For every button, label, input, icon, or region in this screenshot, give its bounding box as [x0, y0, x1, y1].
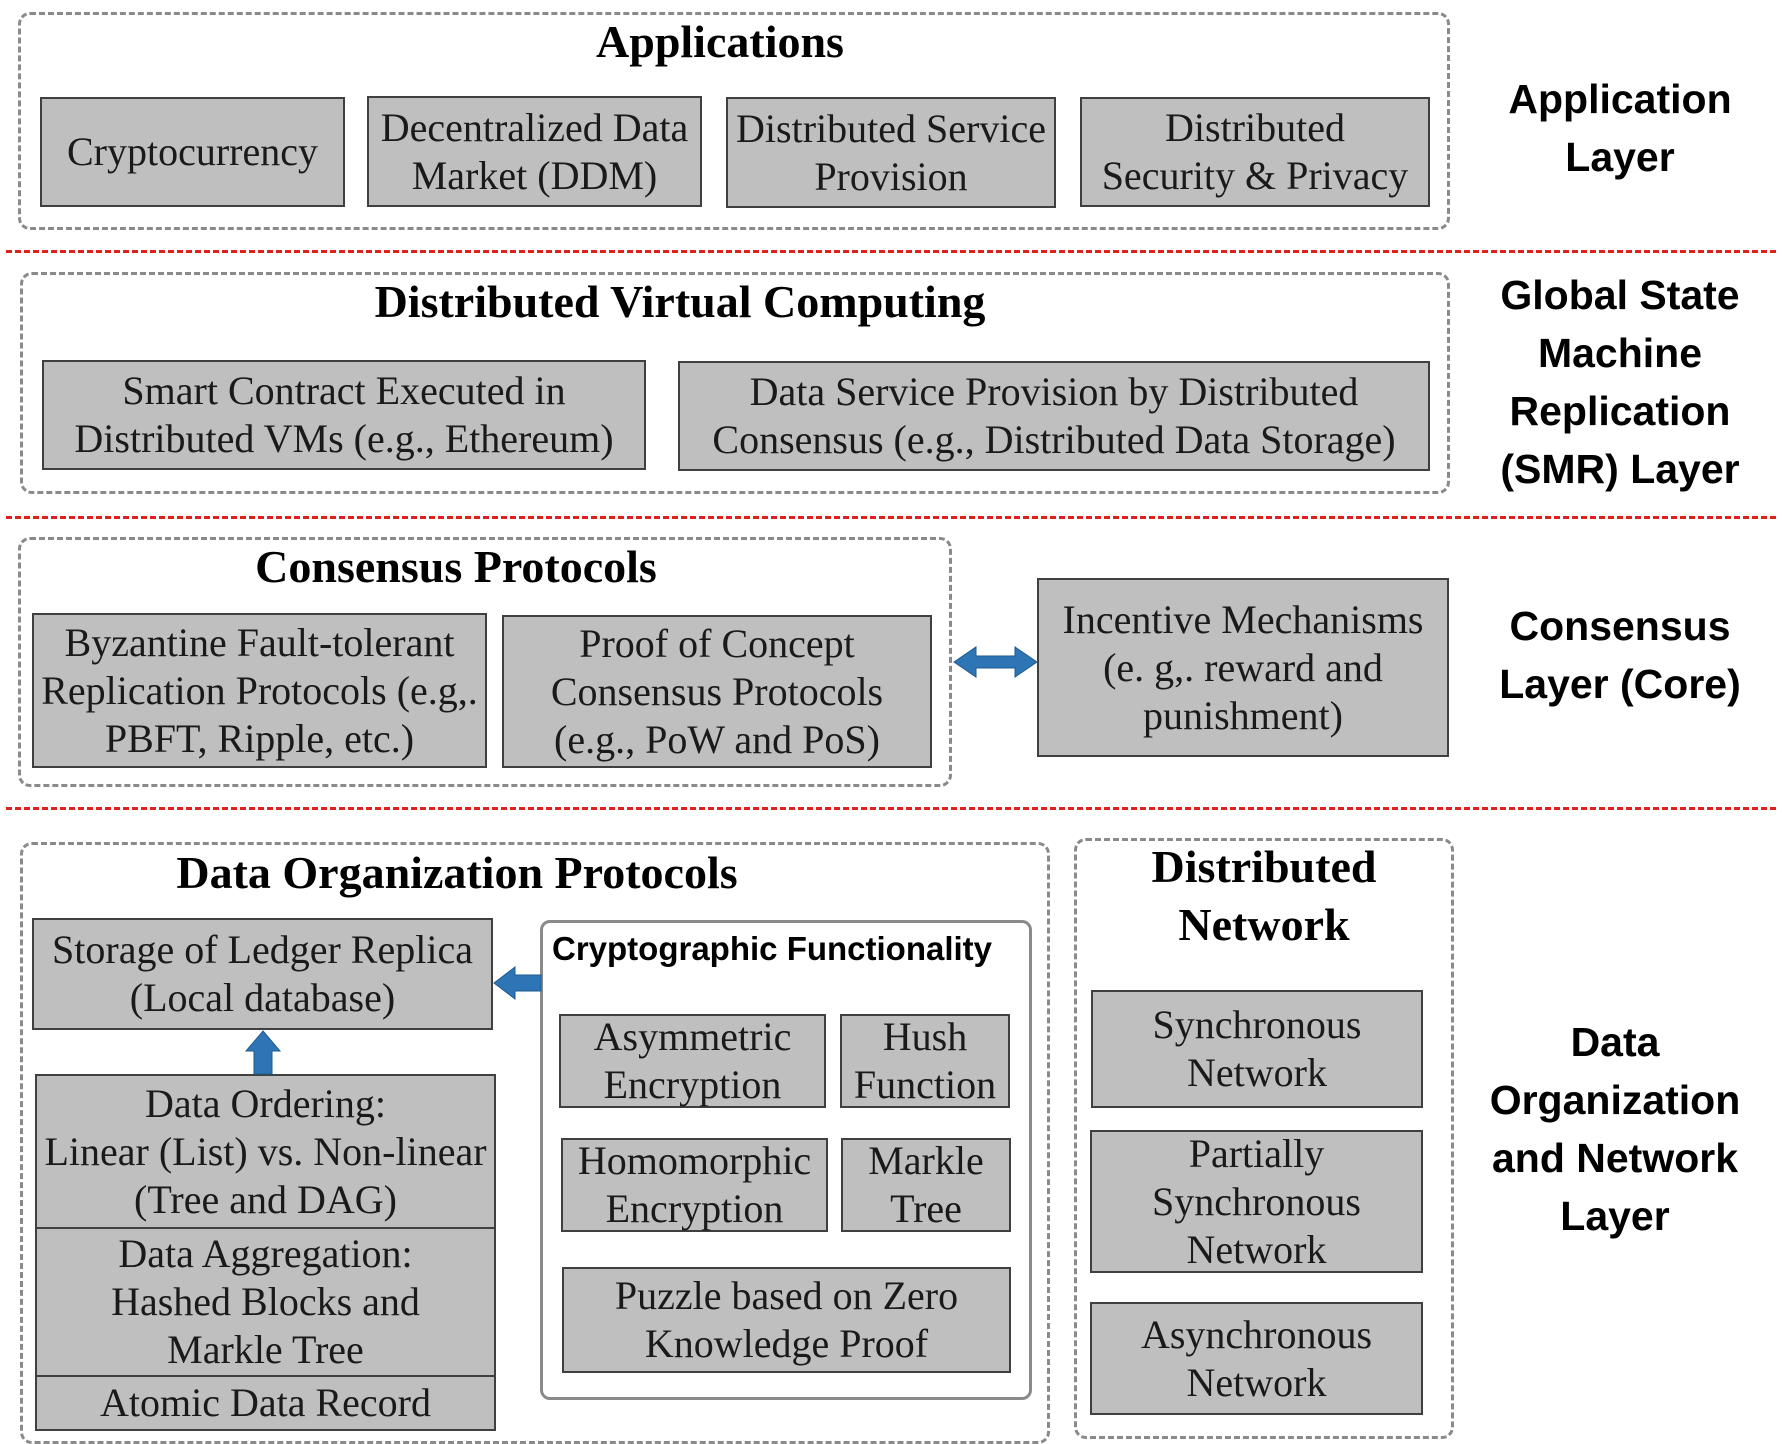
- partially-synchronous-network-box: Partially Synchronous Network: [1090, 1130, 1423, 1273]
- dvc-title: Distributed Virtual Computing: [374, 276, 986, 327]
- bft-replication-box: Byzantine Fault-tolerant Replication Pro…: [32, 613, 487, 768]
- data-aggregation-box: Data Aggregation: Hashed Blocks and Mark…: [35, 1227, 496, 1377]
- double-arrow-consensus-incentive: [953, 646, 1038, 678]
- smart-contract-box: Smart Contract Executed in Distributed V…: [42, 360, 646, 470]
- asymmetric-encryption-box: Asymmetric Encryption: [559, 1014, 826, 1108]
- distributed-network-group: [1074, 838, 1454, 1439]
- consensus-protocols-group: [18, 537, 952, 787]
- data-org-title: Data Organization Protocols: [176, 847, 738, 898]
- layer-divider-3: [6, 807, 1776, 810]
- app-cryptocurrency-box: Cryptocurrency: [40, 97, 345, 207]
- arrow-ordering-to-storage: [244, 1030, 282, 1075]
- asynchronous-network-box: Asynchronous Network: [1090, 1302, 1423, 1415]
- applications-group: [18, 12, 1450, 230]
- hush-function-box: Hush Function: [840, 1014, 1010, 1108]
- ledger-storage-box: Storage of Ledger Replica (Local databas…: [32, 918, 493, 1030]
- data-ordering-box: Data Ordering: Linear (List) vs. Non-lin…: [35, 1074, 496, 1229]
- layer-divider-1: [6, 250, 1776, 253]
- arrow-crypto-to-storage: [493, 965, 542, 1001]
- data-service-provision-box: Data Service Provision by Distributed Co…: [678, 361, 1430, 471]
- distributed-virtual-computing-group: [20, 272, 1450, 494]
- zero-knowledge-puzzle-box: Puzzle based on Zero Knowledge Proof: [562, 1267, 1011, 1373]
- consensus-title: Consensus Protocols: [255, 541, 657, 592]
- crypto-title: Cryptographic Functionality: [552, 930, 993, 967]
- applications-title: Applications: [596, 16, 844, 67]
- layer-divider-2: [6, 516, 1776, 519]
- proof-of-concept-box: Proof of Concept Consensus Protocols (e.…: [502, 615, 932, 768]
- network-title: Distributed Network: [1151, 841, 1377, 950]
- app-ddm-box: Decentralized Data Market (DDM): [367, 96, 702, 207]
- incentive-mechanisms-box: Incentive Mechanisms (e. g,. reward and …: [1037, 578, 1449, 757]
- app-service-provision-box: Distributed Service Provision: [726, 97, 1056, 208]
- atomic-data-record-box: Atomic Data Record: [35, 1375, 496, 1431]
- synchronous-network-box: Synchronous Network: [1091, 990, 1423, 1108]
- consensus-layer-label: Consensus Layer (Core): [1499, 603, 1741, 707]
- markle-tree-box: Markle Tree: [841, 1138, 1011, 1232]
- homomorphic-encryption-box: Homomorphic Encryption: [561, 1138, 828, 1232]
- smr-layer-label: Global State Machine Replication (SMR) L…: [1500, 272, 1740, 492]
- app-security-privacy-box: Distributed Security & Privacy: [1080, 97, 1430, 207]
- data-network-layer-label: Data Organization and Network Layer: [1489, 1019, 1741, 1239]
- application-layer-label: Application Layer: [1508, 76, 1732, 180]
